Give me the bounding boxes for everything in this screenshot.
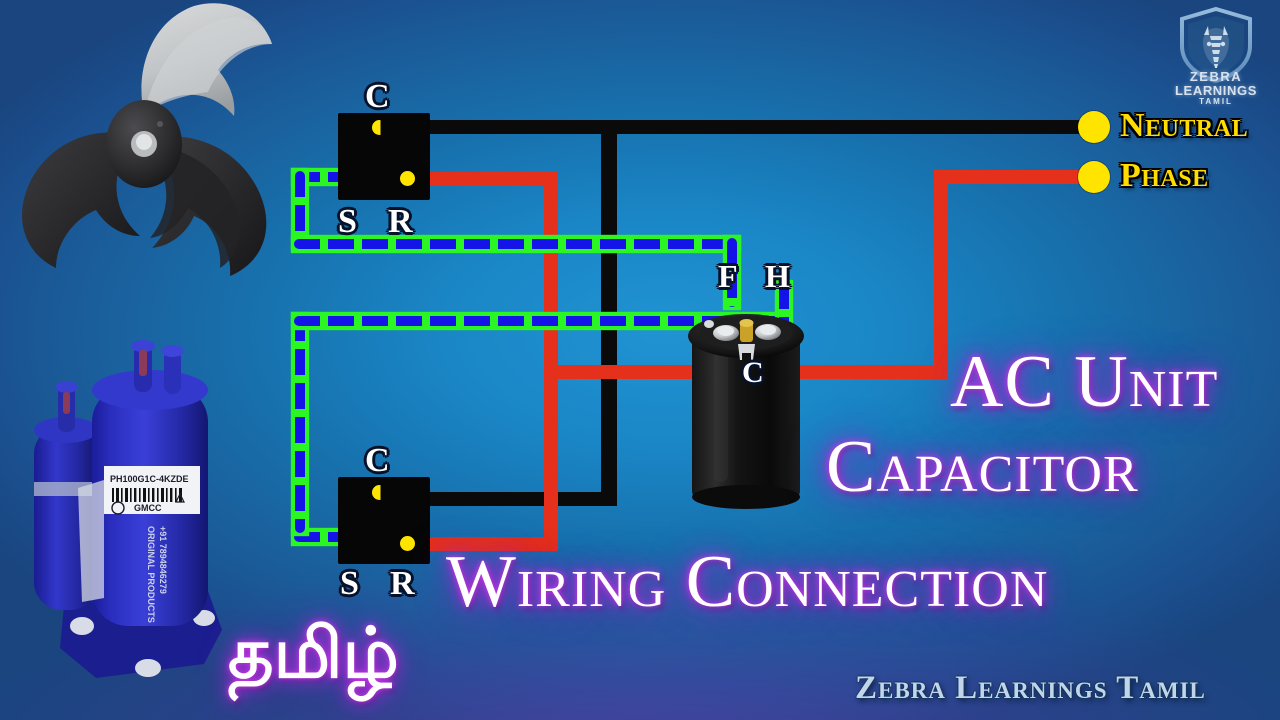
neutral-terminal-dot[interactable] bbox=[1078, 111, 1110, 143]
wire-fan-s-to-capacitor-f bbox=[291, 235, 741, 253]
wire-fan-r-horizontal bbox=[412, 172, 558, 186]
logo-text-line-1: ZEBRA bbox=[1189, 69, 1243, 84]
title-tamil: தமிழ் bbox=[228, 614, 399, 692]
wire-compressor-r-horizontal bbox=[412, 537, 558, 551]
wire-capacitor-f-drop bbox=[723, 235, 741, 310]
wire-fan-s-vertical bbox=[291, 168, 309, 250]
compressor-image: PH100G1C-4KZDE GMCC ORIGINAL PRODUCTS +9… bbox=[34, 340, 222, 678]
wire-phase-riser-vertical bbox=[934, 176, 948, 372]
svg-text:PH100G1C-4KZDE: PH100G1C-4KZDE bbox=[110, 474, 189, 484]
channel-watermark: Zebra Learnings Tamil bbox=[855, 670, 1206, 706]
phase-terminal-dot[interactable] bbox=[1078, 161, 1110, 193]
wire-fan-c-to-neutral-horizontal bbox=[424, 120, 1086, 134]
wire-phase-horizontal bbox=[934, 170, 1086, 184]
logo-text-line-2: LEARNINGS bbox=[1175, 83, 1257, 98]
title-line-1: AC Unit bbox=[950, 341, 1219, 423]
zebra-shield-icon bbox=[1180, 6, 1252, 84]
wire-compressor-s-vertical bbox=[291, 312, 309, 536]
fan-motor-label-s: S bbox=[338, 203, 357, 240]
compressor-motor-terminal-r-dot[interactable] bbox=[400, 536, 415, 551]
neutral-label: Neutral bbox=[1120, 107, 1249, 144]
wire-compressor-s-to-capacitor-h bbox=[291, 312, 791, 330]
svg-text:+91 7894846279: +91 7894846279 bbox=[158, 526, 168, 594]
condenser-fan-image bbox=[22, 3, 272, 276]
compressor-motor-label-r: R bbox=[390, 565, 415, 602]
phase-label: Phase bbox=[1120, 157, 1209, 194]
title-line-2: Capacitor bbox=[826, 426, 1139, 508]
compressor-motor-label-c: C bbox=[365, 442, 390, 479]
compressor-motor-terminal-c-dot[interactable] bbox=[372, 485, 387, 500]
svg-text:ORIGINAL PRODUCTS: ORIGINAL PRODUCTS bbox=[146, 526, 156, 623]
compressor-motor-label-s: S bbox=[340, 565, 359, 602]
capacitor-label-f: F bbox=[718, 258, 738, 294]
svg-text:GMCC: GMCC bbox=[134, 503, 162, 513]
capacitor-label-c: C bbox=[742, 356, 764, 389]
fan-motor-label-c: C bbox=[365, 78, 390, 115]
title-line-3: Wiring Connection bbox=[446, 541, 1049, 623]
fan-motor-terminal-r-dot[interactable] bbox=[400, 171, 415, 186]
capacitor-image[interactable] bbox=[676, 304, 816, 514]
fan-motor-label-r: R bbox=[388, 203, 413, 240]
wire-fan-r-vertical bbox=[544, 172, 558, 545]
capacitor-label-h: H bbox=[765, 258, 790, 294]
channel-logo[interactable]: ZEBRA LEARNINGS TAMIL bbox=[1170, 4, 1262, 112]
logo-text-line-3: TAMIL bbox=[1199, 97, 1233, 106]
wire-compressor-c-to-neutral-horizontal bbox=[424, 492, 617, 506]
fan-motor-terminal-c-dot[interactable] bbox=[372, 120, 387, 135]
